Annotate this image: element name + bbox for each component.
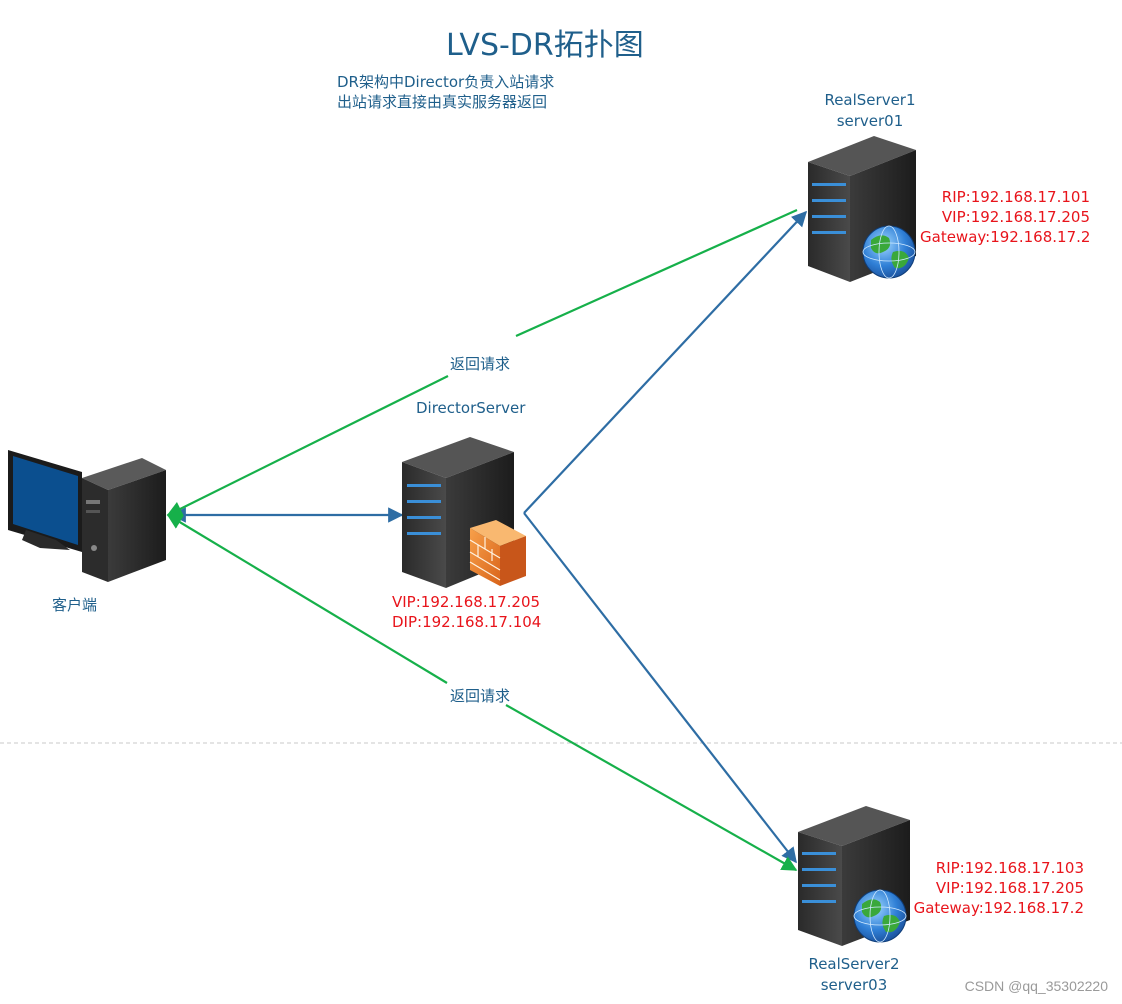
description-line-2: 出站请求直接由真实服务器返回 (337, 93, 548, 111)
director-vip: VIP:192.168.17.205 (392, 593, 541, 611)
director-name: DirectorServer (416, 399, 526, 417)
description-line-1: DR架构中Director负责入站请求 (337, 73, 555, 91)
realserver2-host: server03 (820, 976, 888, 994)
realserver1-ip-info: RIP:192.168.17.101 VIP:192.168.17.205 Ga… (920, 187, 1090, 247)
client-label: 客户端 (52, 596, 98, 614)
watermark: CSDN @qq_35302220 (964, 978, 1108, 994)
realserver1-return-link-b (166, 375, 449, 516)
director-ip-info: VIP:192.168.17.205 DIP:192.168.17.104 (392, 592, 541, 632)
firewall-icon (469, 520, 526, 586)
globe-icon (853, 889, 907, 943)
director-realserver2-link (523, 512, 797, 864)
realserver1-gateway: Gateway:192.168.17.2 (920, 228, 1091, 246)
realserver2-vip: VIP:192.168.17.205 (935, 879, 1084, 897)
realserver2-rip: RIP:192.168.17.103 (935, 859, 1084, 877)
return-label-bottom: 返回请求 (450, 687, 511, 705)
realserver1-rip: RIP:192.168.17.101 (941, 188, 1090, 206)
realserver2-return-link-b (505, 704, 798, 871)
realserver1-name: RealServer1 (824, 91, 916, 109)
director-realserver1-link (523, 210, 808, 514)
realserver2-name: RealServer2 (808, 955, 900, 973)
realserver2-return-link-a (166, 514, 448, 684)
realserver1-vip: VIP:192.168.17.205 (941, 208, 1090, 226)
return-label-top: 返回请求 (450, 355, 511, 373)
realserver2-ip-info: RIP:192.168.17.103 VIP:192.168.17.205 Ga… (912, 858, 1084, 918)
director-dip: DIP:192.168.17.104 (392, 613, 542, 631)
page-title: LVS-DR拓扑图 (446, 28, 644, 63)
client-computer-icon (8, 450, 166, 582)
realserver1-return-link-a (515, 208, 798, 338)
realserver1-title: RealServer1 server01 (808, 90, 932, 132)
realserver2-title: RealServer2 server03 (792, 954, 916, 996)
realserver2-gateway: Gateway:192.168.17.2 (913, 899, 1084, 917)
realserver1-host: server01 (836, 112, 904, 130)
description-note: DR架构中Director负责入站请求 出站请求直接由真实服务器返回 (337, 72, 554, 112)
director-server-icon (402, 437, 514, 588)
globe-icon (862, 225, 916, 279)
